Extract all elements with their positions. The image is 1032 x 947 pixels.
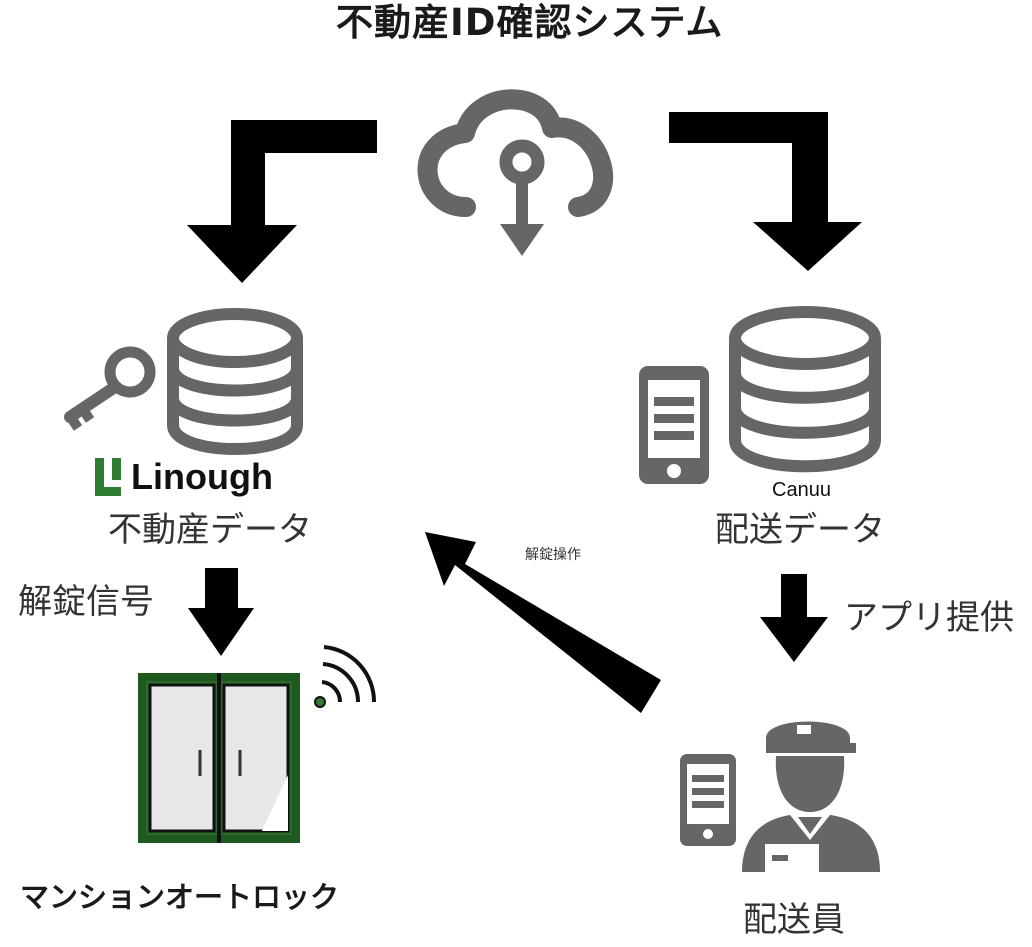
arrow-cloud-to-delivery (669, 112, 862, 271)
courier-label: 配送員 (743, 900, 845, 940)
arrow-cloud-to-real-estate (187, 120, 377, 283)
real-estate-database-icon (167, 308, 303, 455)
delivery-database-icon (729, 306, 881, 473)
arrow-unlock-operation (425, 532, 661, 713)
real-estate-data-label: 不動産データ (108, 510, 312, 550)
smartphone-icon (639, 366, 709, 484)
unlock-operation-label: 解錠操作 (525, 547, 581, 563)
page-title: 不動産ID確認システム (336, 1, 724, 44)
canuu-brand: Canuu (772, 479, 831, 501)
arrow-app-provision (760, 574, 828, 662)
delivery-data-label: 配送データ (715, 510, 885, 550)
courier-person-icon (742, 721, 880, 872)
door-icon (138, 673, 300, 843)
wifi-signal-icon (314, 645, 377, 708)
unlock-signal-label: 解錠信号 (18, 582, 154, 622)
arrow-unlock-signal (188, 568, 254, 656)
auto-lock-label: マンションオートロック (20, 880, 340, 914)
linough-brand: Linough (131, 456, 273, 497)
app-provision-label: アプリ提供 (844, 598, 1014, 638)
key-icon (64, 346, 156, 431)
linough-logo-mark (95, 458, 121, 496)
courier-phone-icon (680, 754, 736, 846)
cloud-icon (417, 89, 614, 256)
